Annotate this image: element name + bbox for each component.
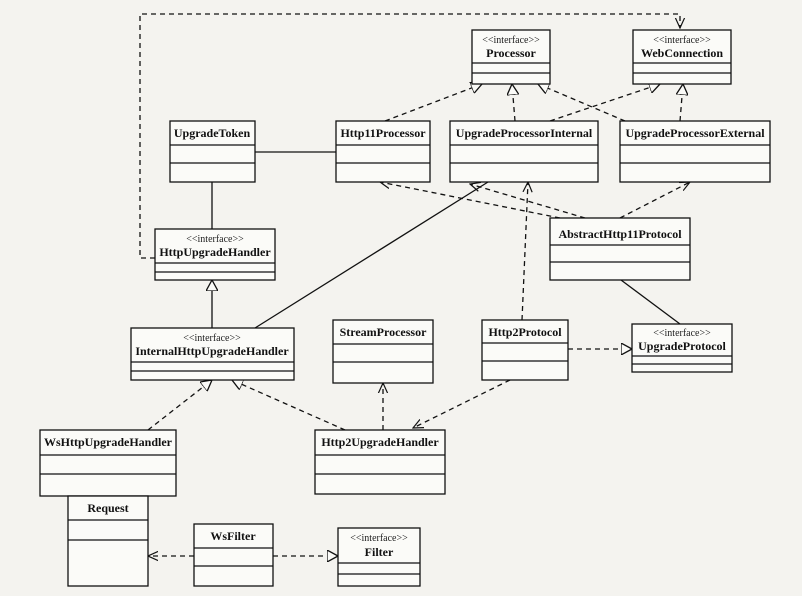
class-internalhttpupgradehandler: <<interface>> InternalHttpUpgradeHandler — [130, 327, 295, 381]
dependency-abstracthttp11protocol-http11processor — [380, 182, 561, 219]
stereotype-label: <<interface>> — [482, 35, 540, 46]
class-name: WsHttpUpgradeHandler — [44, 435, 173, 449]
class-upgradetoken: UpgradeToken — [169, 120, 256, 183]
realization-wshttpupgradehandler-internal — [147, 380, 212, 431]
class-upgradeprotocol: <<interface>> UpgradeProtocol — [631, 323, 733, 373]
composition-abstracthttp11protocol-upgradeprotocol — [621, 280, 681, 325]
class-upgradeprocessorinternal: UpgradeProcessorInternal — [449, 120, 599, 183]
class-processor: <<interface>> Processor — [471, 29, 551, 85]
class-name: HttpUpgradeHandler — [159, 245, 271, 259]
class-webconnection: <<interface>> WebConnection — [632, 29, 732, 85]
class-filter: <<interface>> Filter — [337, 527, 421, 587]
dependency-http2protocol-http2upgradehandler — [413, 379, 511, 428]
class-name: StreamProcessor — [340, 325, 428, 339]
class-name: UpgradeProcessorExternal — [625, 126, 765, 140]
class-name: WsFilter — [210, 529, 256, 543]
realization-upi-webconnection — [549, 84, 660, 122]
class-name: WebConnection — [641, 46, 723, 60]
class-name: UpgradeToken — [174, 126, 251, 140]
stereotype-label: <<interface>> — [183, 333, 241, 344]
class-name: Http2UpgradeHandler — [321, 435, 439, 449]
realization-upi-processor — [512, 84, 515, 122]
class-abstracthttp11protocol: AbstractHttp11Protocol — [549, 217, 691, 281]
stereotype-label: <<interface>> — [653, 328, 711, 339]
class-wsfilter: WsFilter — [193, 523, 274, 587]
class-name: Request — [87, 501, 128, 515]
composition-upi-internalhttpupgradehandler — [254, 182, 488, 329]
class-http11processor: Http11Processor — [335, 120, 431, 183]
class-name: Http2Protocol — [488, 325, 562, 339]
class-name: Processor — [486, 46, 536, 60]
class-http2upgradehandler: Http2UpgradeHandler — [314, 429, 446, 495]
class-name: AbstractHttp11Protocol — [558, 227, 682, 241]
dependency-http2protocol-upi — [521, 182, 528, 321]
realization-http11processor-processor — [384, 84, 482, 122]
class-name: UpgradeProcessorInternal — [456, 126, 593, 140]
stereotype-label: <<interface>> — [653, 35, 711, 46]
class-httpupgradehandler: <<interface>> HttpUpgradeHandler — [154, 228, 276, 281]
class-name: InternalHttpUpgradeHandler — [135, 344, 289, 358]
class-name: Filter — [365, 545, 394, 559]
class-upgradeprocessorexternal: UpgradeProcessorExternal — [619, 120, 771, 183]
dependency-abstracthttp11protocol-upi — [470, 184, 586, 219]
class-http2protocol: Http2Protocol — [481, 319, 569, 381]
realization-upe-webconnection — [680, 84, 683, 122]
dependency-httpupgradehandler-webconnection — [139, 13, 680, 259]
dependency-abstracthttp11protocol-upe — [619, 182, 690, 219]
stereotype-label: <<interface>> — [186, 234, 244, 245]
realization-upe-processor — [538, 84, 626, 122]
realization-http2upgradehandler-internal — [232, 380, 346, 431]
class-name: Http11Processor — [340, 126, 426, 140]
class-wshttpupgradehandler: WsHttpUpgradeHandler — [39, 429, 177, 497]
class-request: Request — [67, 495, 149, 587]
class-streamprocessor: StreamProcessor — [332, 319, 434, 384]
class-name: UpgradeProtocol — [638, 339, 726, 353]
connectors — [108, 13, 690, 556]
stereotype-label: <<interface>> — [350, 533, 408, 544]
